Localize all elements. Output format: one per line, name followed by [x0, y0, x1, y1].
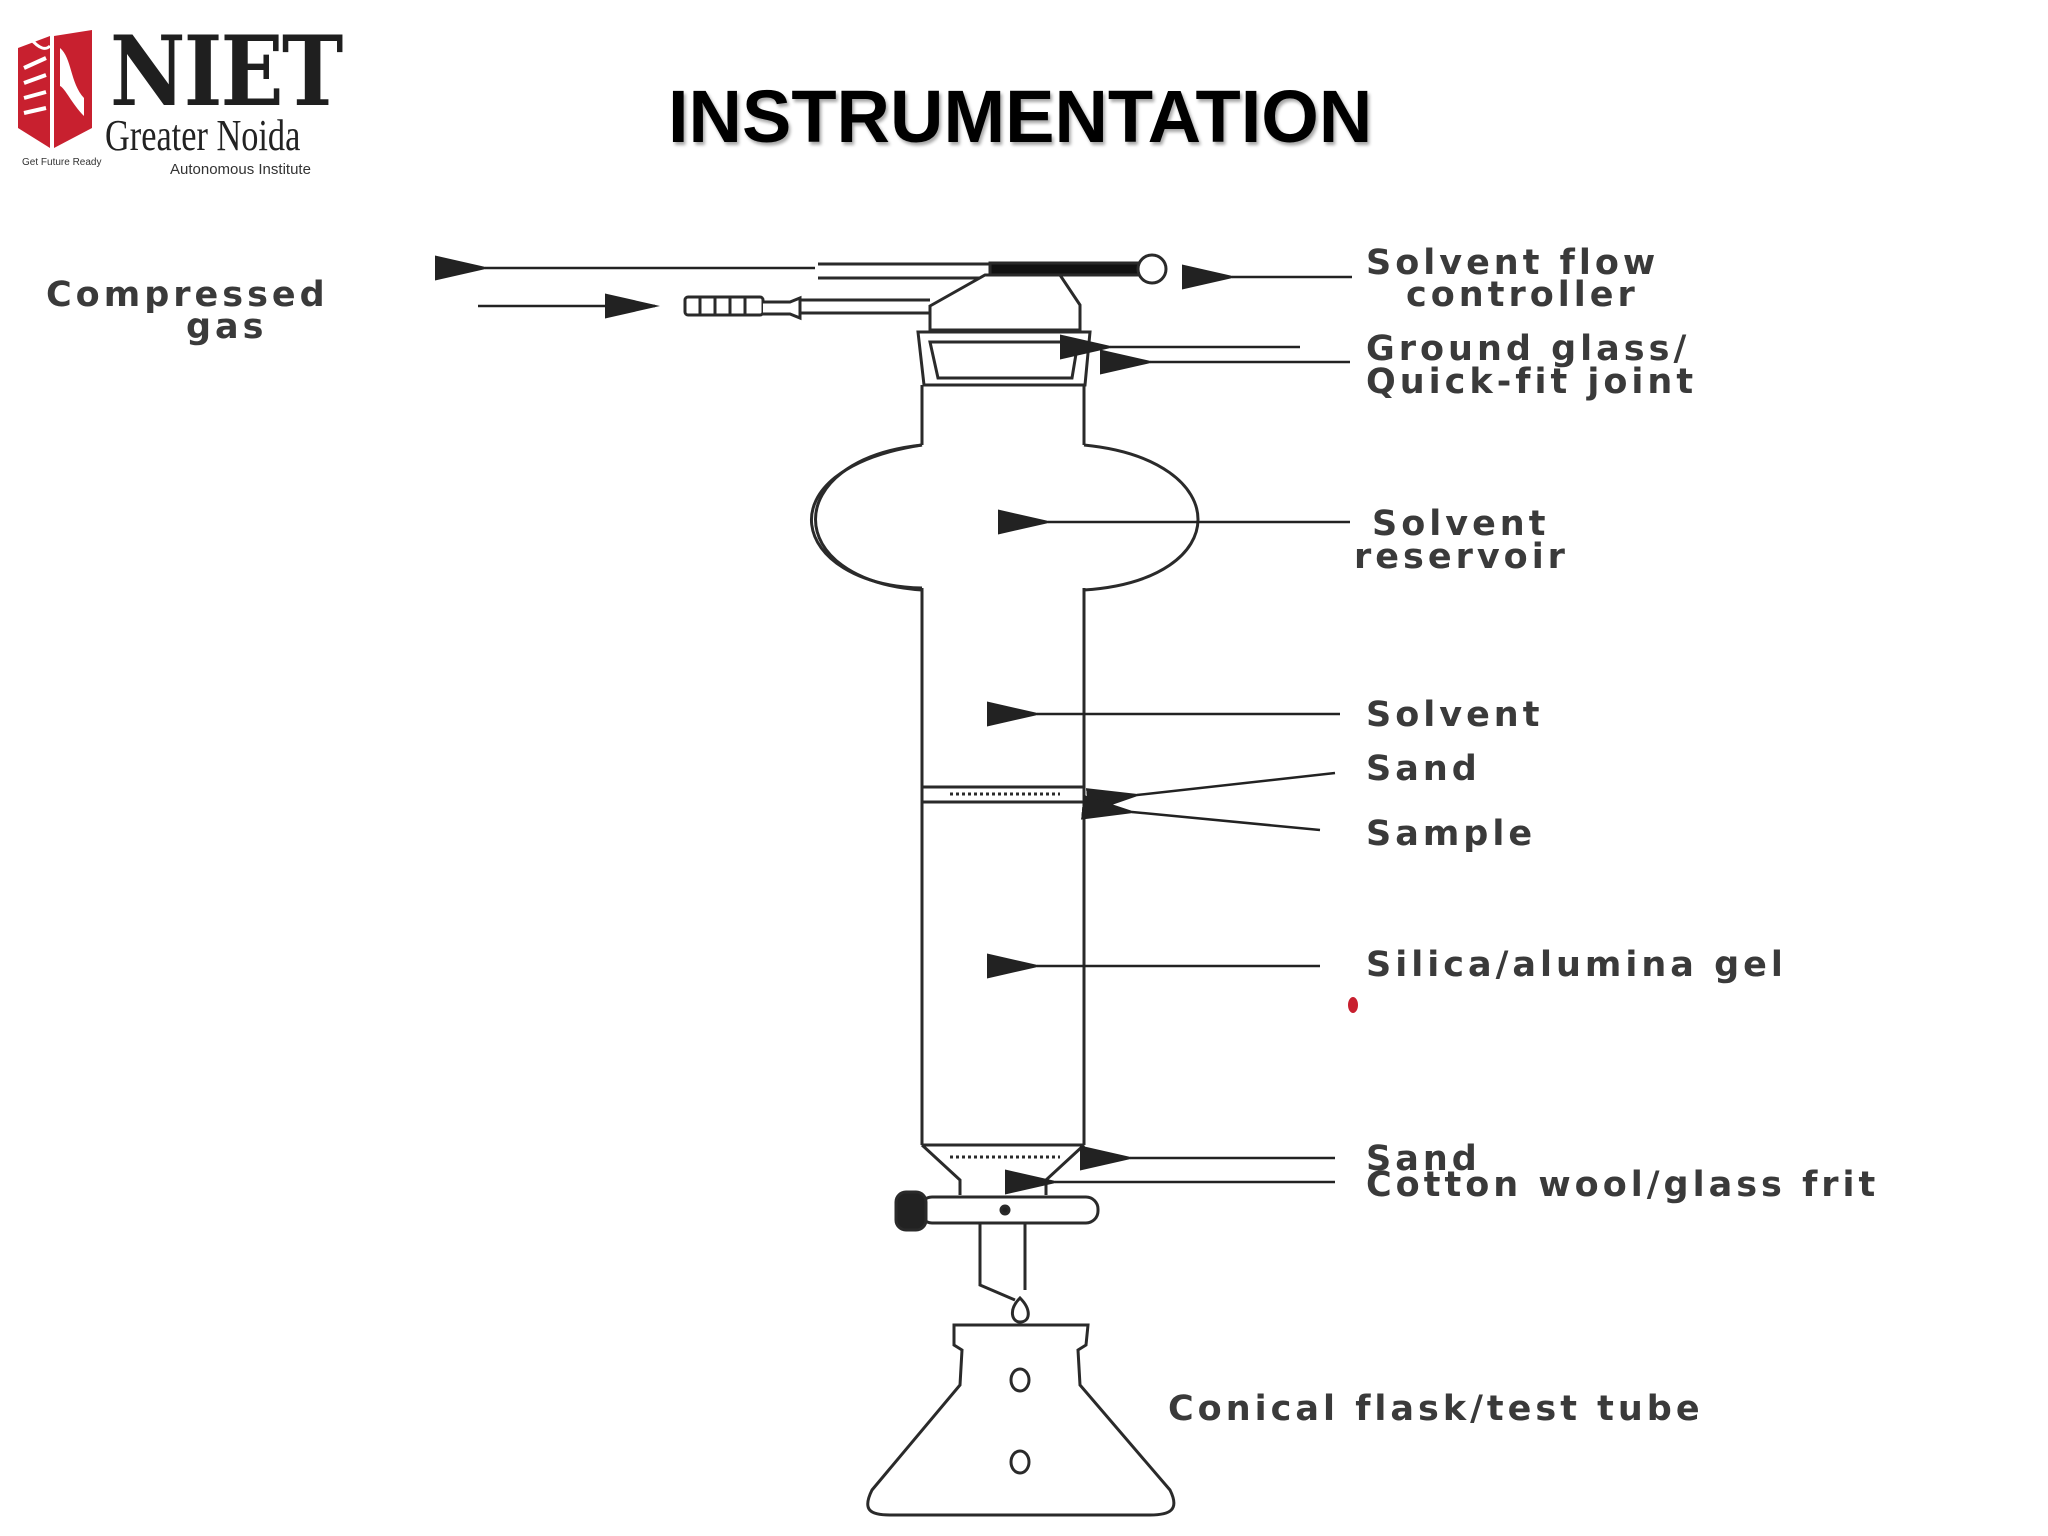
column-cap [928, 273, 1082, 332]
niet-emblem-icon [18, 30, 92, 148]
flask-drop-2 [1009, 1449, 1031, 1475]
label-sand-top: Sand [1366, 749, 1481, 789]
flask-drop-1 [1009, 1367, 1031, 1393]
label-compressed-gas-2: gas [186, 307, 268, 347]
apparatus [683, 253, 1200, 1517]
label-cotton: Cotton wool/glass frit [1366, 1165, 1879, 1205]
logo-city: Greater Noida [105, 111, 301, 160]
label-ground-glass-2: Quick-fit joint [1366, 362, 1697, 402]
flow-controller-knob [1136, 253, 1168, 285]
label-reservoir-1: Solvent [1372, 504, 1549, 544]
niet-logo: NIET Greater Noida Get Future Ready Auto… [10, 24, 350, 184]
label-compressed-gas-1: Compressed [46, 275, 329, 315]
droplet [1011, 1295, 1030, 1324]
column-cone [920, 1143, 1086, 1195]
logo-subtitle: Autonomous Institute [170, 161, 311, 178]
flow-controller-rod [988, 261, 1142, 277]
gas-inlet-connector [683, 295, 765, 317]
label-flow-controller-2: controller [1406, 275, 1639, 315]
stopcock-handle [894, 1190, 928, 1232]
label-flask: Conical flask/test tube [1168, 1389, 1704, 1429]
label-flow-controller-1: Solvent flow [1366, 243, 1659, 283]
red-mark [1348, 997, 1358, 1013]
pointer-arrows [435, 255, 1352, 1195]
logo-name: NIET [110, 15, 343, 128]
label-silica: Silica/alumina gel [1366, 945, 1787, 985]
arrow-sand-top [1085, 771, 1336, 813]
conical-flask [866, 1323, 1176, 1517]
label-reservoir-2: reservoir [1354, 537, 1569, 577]
label-ground-glass-1: Ground glass/ [1366, 329, 1690, 369]
drip-tip [978, 1223, 1027, 1302]
slide-title: INSTRUMENTATION [668, 75, 1373, 158]
arrow-sample [1081, 794, 1321, 832]
label-solvent: Solvent [1366, 695, 1543, 735]
label-sample: Sample [1366, 814, 1536, 854]
logo-tagline: Get Future Ready [22, 157, 102, 168]
diagram-labels: Compressed gas Solvent flow controller G… [46, 243, 1879, 1429]
label-sand-bottom: Sand [1366, 1139, 1481, 1179]
